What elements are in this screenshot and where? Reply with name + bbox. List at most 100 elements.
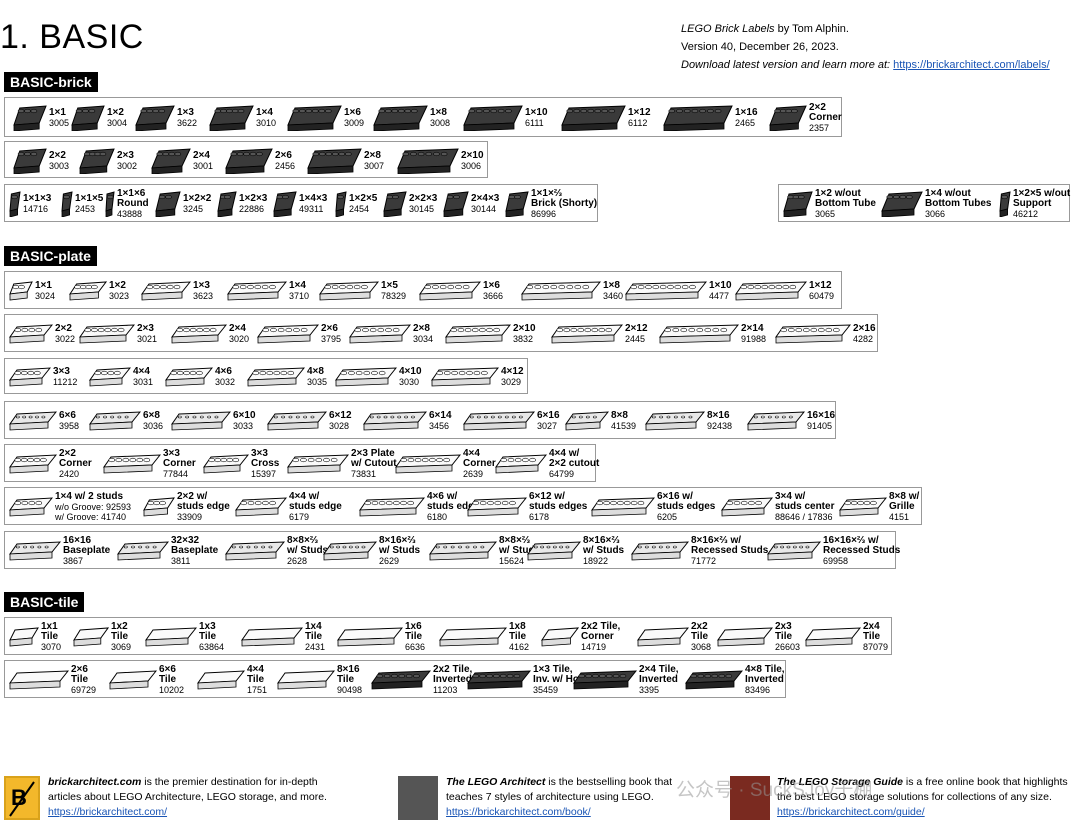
part-name: 2×6 — [321, 323, 338, 334]
part-image — [359, 497, 425, 517]
part-name: 4×6 — [215, 366, 232, 377]
part-name: 2x2 Tile, — [581, 621, 621, 632]
part-name: 2×4 Tile, — [639, 664, 679, 675]
part-name: 1×6 — [344, 107, 361, 118]
footer-book: The LEGO Architect is the bestselling bo… — [446, 775, 686, 820]
guide-link[interactable]: https://brickarchitect.com/guide/ — [777, 806, 925, 818]
part-image — [277, 670, 335, 690]
part-image — [135, 105, 175, 131]
part-id: 33909 — [177, 512, 203, 522]
part-id: 3069 — [111, 642, 132, 652]
header-download-text: Download latest version and learn more a… — [681, 59, 894, 71]
part-name: 1×1×3 — [23, 193, 52, 204]
part-image — [335, 367, 397, 387]
part-id: 90498 — [337, 685, 363, 695]
part-image — [69, 281, 107, 301]
part-image — [335, 191, 347, 217]
footer-site-text: is the premier destination for in-depth … — [48, 776, 327, 803]
section-header-tile: BASIC-tile — [4, 592, 85, 612]
part-image — [235, 497, 287, 517]
part-name: Tile — [305, 631, 323, 642]
part-name: Tile — [863, 631, 881, 642]
part-name: 1x2 — [111, 621, 128, 632]
part-image — [225, 541, 285, 561]
part-id: 3010 — [256, 118, 277, 128]
part-image — [143, 497, 175, 517]
part-id: 92438 — [707, 421, 733, 431]
part-image — [227, 281, 287, 301]
part-image — [203, 454, 249, 474]
part-id: 3068 — [691, 642, 712, 652]
part-id: 3003 — [49, 160, 70, 171]
part-name: 3×4 w/ — [775, 491, 806, 502]
header-title: LEGO Brick Labels — [681, 23, 775, 35]
part-image — [445, 324, 511, 344]
part-name: studs edges — [529, 501, 588, 512]
part-image — [307, 147, 362, 174]
part-name: 8×8 w/ — [889, 491, 920, 502]
part-id: 3028 — [329, 421, 350, 431]
part-image — [561, 105, 626, 131]
part-name: 2×10 — [513, 323, 536, 334]
part-image — [13, 105, 47, 131]
part-image — [505, 191, 529, 217]
part-name: 1×1×6 — [117, 188, 146, 199]
part-name: 2×2 — [55, 323, 72, 334]
part-name: 1×2 — [107, 107, 124, 118]
part-image — [775, 324, 851, 344]
part-name: 1×2×3 — [239, 193, 268, 204]
part-name: 6×14 — [429, 410, 452, 421]
part-id: 3033 — [233, 421, 254, 431]
labels-link[interactable]: https://brickarchitect.com/labels/ — [893, 59, 1050, 71]
book-link[interactable]: https://brickarchitect.com/book/ — [446, 806, 591, 818]
footer-book-text: is the bestselling book that teaches 7 s… — [446, 776, 673, 803]
part-id: 11212 — [53, 377, 78, 387]
part-id: 3867 — [63, 556, 84, 566]
part-name: 8×16 — [337, 664, 360, 675]
part-name: 1×3 — [177, 107, 194, 118]
part-id: 10202 — [159, 685, 185, 695]
site-link[interactable]: https://brickarchitect.com/ — [48, 806, 168, 818]
part-id: 26603 — [775, 642, 801, 652]
part-image — [209, 105, 254, 131]
part-id: 91988 — [741, 334, 767, 344]
part-image — [171, 411, 231, 431]
part-name: 1×10 — [709, 280, 732, 291]
part-image — [541, 627, 579, 647]
part-name: 16×16×⅔ w/ — [823, 535, 879, 546]
part-name: 1×2×5 w/out — [1013, 188, 1071, 199]
part-name: 6×16 — [537, 410, 560, 421]
part-id: 30145 — [409, 204, 435, 214]
part-name: 2×4 — [193, 149, 210, 161]
part-id: 3024 — [35, 291, 56, 301]
part-name: Inverted — [745, 674, 784, 685]
part-image — [663, 105, 733, 131]
part-id: 3245 — [183, 204, 204, 214]
part-image — [151, 147, 191, 174]
part-name: 16×16 — [63, 535, 92, 546]
part-id: 3035 — [307, 377, 328, 387]
part-name: Tile — [247, 674, 265, 685]
part-name: Grille — [889, 501, 915, 512]
part-name: 4×4 — [133, 366, 150, 377]
part-name: 1×4 — [256, 107, 273, 118]
part-name: 32×32 — [171, 535, 200, 546]
